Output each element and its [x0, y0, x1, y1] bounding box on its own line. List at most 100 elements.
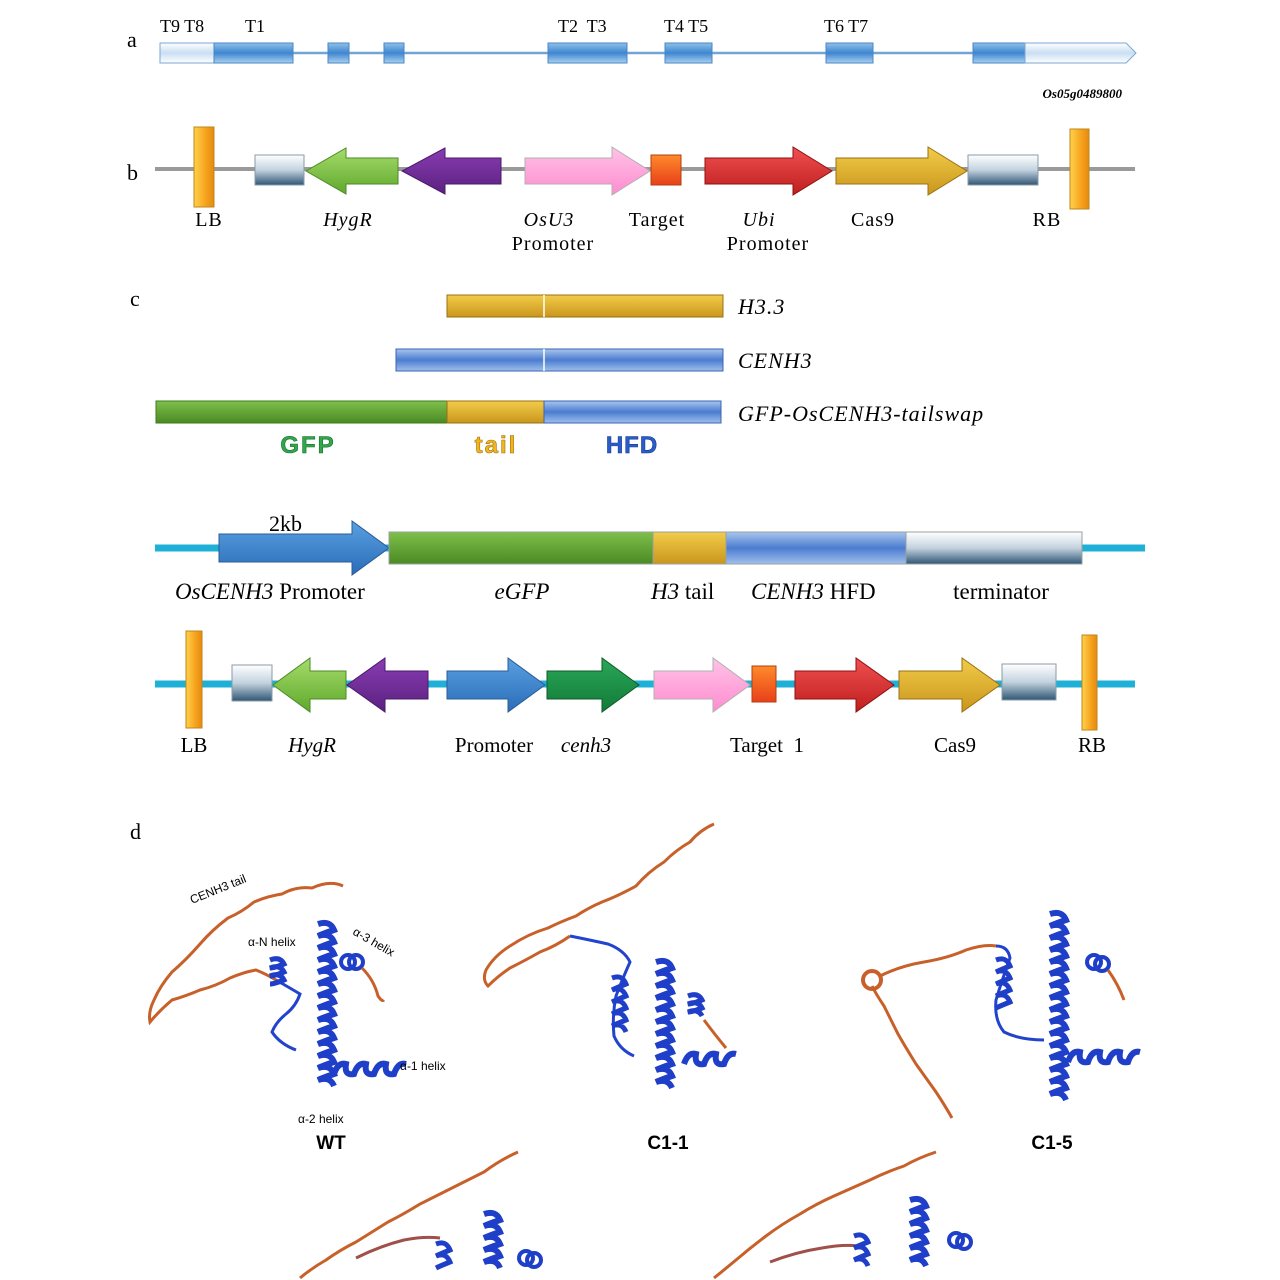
label-wt: WT	[316, 1133, 346, 1154]
oscenh3-promoter-arrow	[218, 520, 390, 576]
panel-d: d CENH3 tail α-N helix α-3 helix α-1 hel…	[130, 819, 1141, 1280]
tailswap-hfd-segment	[543, 400, 722, 424]
utr-5prime	[159, 42, 215, 64]
panel-label-d: d	[130, 819, 141, 844]
label-c1-5: C1-5	[1031, 1133, 1073, 1154]
terminator-box-right	[967, 154, 1039, 186]
lower-right-linker	[769, 1243, 859, 1264]
label-tailswap: GFP-OsCENH3-tailswap	[738, 401, 984, 426]
wt-c-terminal	[360, 966, 386, 1002]
structure-c1-1: C1-1	[482, 822, 737, 1154]
label-oscenh3-italic: OsCENH3	[175, 579, 273, 604]
label-cenh3: CENH3	[738, 348, 813, 373]
label-gfp: GFP	[280, 432, 335, 459]
hygr-arrow-2	[272, 657, 347, 713]
c11-a2-helix	[654, 957, 676, 1090]
terminator-box-left	[254, 154, 305, 186]
label-target-1: Target 1	[730, 733, 804, 757]
osu3-promoter-arrow	[524, 146, 651, 196]
hygr-arrow	[304, 147, 399, 195]
exon-7	[972, 42, 1026, 64]
target-label-t9t8: T9 T8	[160, 16, 204, 36]
exon-1	[213, 42, 294, 64]
c15-a2-helix	[1048, 909, 1070, 1102]
label-oscenh3-promoter: OsCENH3 Promoter	[175, 579, 365, 604]
exon-3	[383, 42, 405, 64]
lower-left-an-helix	[434, 1240, 454, 1271]
label-hygr-2: HygR	[287, 733, 336, 757]
panel-label-c: c	[130, 286, 140, 311]
label-promoter-2: Promoter	[727, 233, 809, 255]
cas9-arrow-2	[898, 657, 1001, 713]
label-target: Target	[629, 209, 685, 231]
panel-label-a: a	[127, 27, 137, 52]
purple-arrow-2	[346, 657, 429, 713]
cenh3-bar	[395, 348, 724, 372]
wt-tail-coil	[148, 881, 344, 1026]
target-label-t4t5: T4 T5	[664, 16, 708, 36]
label-h33: H3.3	[737, 294, 785, 319]
lower-right-tail	[713, 1150, 937, 1280]
label-c1-1: C1-1	[647, 1133, 689, 1154]
label-terminator: terminator	[953, 579, 1049, 604]
tailswap-gfp-segment	[155, 400, 448, 424]
c15-a3-helix	[1085, 953, 1103, 971]
label-cas9-2: Cas9	[934, 733, 976, 757]
wt-loop	[270, 978, 302, 1052]
exon-2	[327, 42, 350, 64]
lower-right-a3-helix	[947, 1231, 965, 1249]
scale-label: 2kb	[269, 511, 302, 536]
purple-promoter-arrow	[400, 147, 502, 195]
panel-c-construct: 2kb OsCENH3 Promoter eGFP H3 tail CENH3 …	[155, 511, 1145, 604]
c15-linker	[879, 944, 997, 978]
wt-a2-helix	[316, 919, 338, 1088]
lower-left-linker	[355, 1235, 441, 1260]
label-rb: RB	[1033, 209, 1062, 231]
lower-right-a3-helix-turn	[955, 1233, 973, 1251]
c15-a1-helix	[1065, 1048, 1141, 1066]
panel-label-b: b	[127, 160, 138, 185]
c15-tail-helix	[861, 969, 883, 991]
c15-tail-coil	[870, 985, 954, 1119]
c11-an-helix	[610, 974, 630, 1034]
label-lb: LB	[195, 209, 223, 231]
lower-right-a2-helix	[908, 1195, 930, 1268]
lower-left-tail	[299, 1150, 519, 1280]
lower-left-a3-helix	[517, 1249, 535, 1267]
panel-a: a T9 T8 T1 T2 T3 T4 T5 T6 T7 Os05g048980…	[127, 16, 1137, 101]
label-rb-2: RB	[1078, 733, 1106, 757]
label-oscenh3-rest: Promoter	[273, 579, 365, 604]
exon-4	[547, 42, 628, 64]
label-cas9: Cas9	[851, 209, 895, 231]
structure-c1-5: C1-5	[861, 909, 1141, 1154]
panel-c-vector: LB HygR Promoter cenh3 Target 1 Cas9 RB	[155, 630, 1135, 757]
panel-c-histones: c H3.3 CENH3 GFP-OsCENH3-tailswap GFP ta…	[130, 286, 984, 459]
label-ubi: Ubi	[743, 209, 776, 231]
exon-6	[825, 42, 874, 64]
pink-promoter-arrow-2	[653, 657, 751, 713]
panel-b: b LB HygR OsU3 Promoter Target Ubi Promo…	[127, 126, 1135, 255]
lower-right-an-helix	[852, 1232, 872, 1268]
wt-a3-helix	[339, 953, 357, 971]
wt-a1-helix	[331, 1060, 407, 1078]
tailswap-tail-segment	[446, 400, 545, 424]
lower-left-a3-helix-turn	[525, 1251, 543, 1269]
label-cenh3hfd-rest: HFD	[824, 579, 876, 604]
gene-id: Os05g0489800	[1043, 86, 1123, 101]
target-label-t2t3: T2 T3	[558, 16, 607, 36]
cenh3-hfd-box	[725, 531, 907, 565]
wt-a3-helix-turn	[347, 953, 365, 971]
label-h3-italic: H3	[650, 579, 679, 604]
label-tail: tail	[475, 432, 518, 459]
exon-5	[664, 42, 713, 64]
c15-loop	[994, 944, 1045, 1042]
lower-left-a2-helix	[482, 1209, 504, 1270]
label-cenh3-hfd: CENH3 HFD	[751, 579, 876, 604]
ann-cenh3-tail: CENH3 tail	[188, 872, 248, 907]
ann-an-helix: α-N helix	[248, 935, 296, 949]
c11-c-terminal	[702, 1019, 728, 1049]
label-hfd: HFD	[606, 432, 658, 459]
label-cenh3-gene: cenh3	[561, 733, 611, 757]
terminator-box	[905, 531, 1083, 565]
